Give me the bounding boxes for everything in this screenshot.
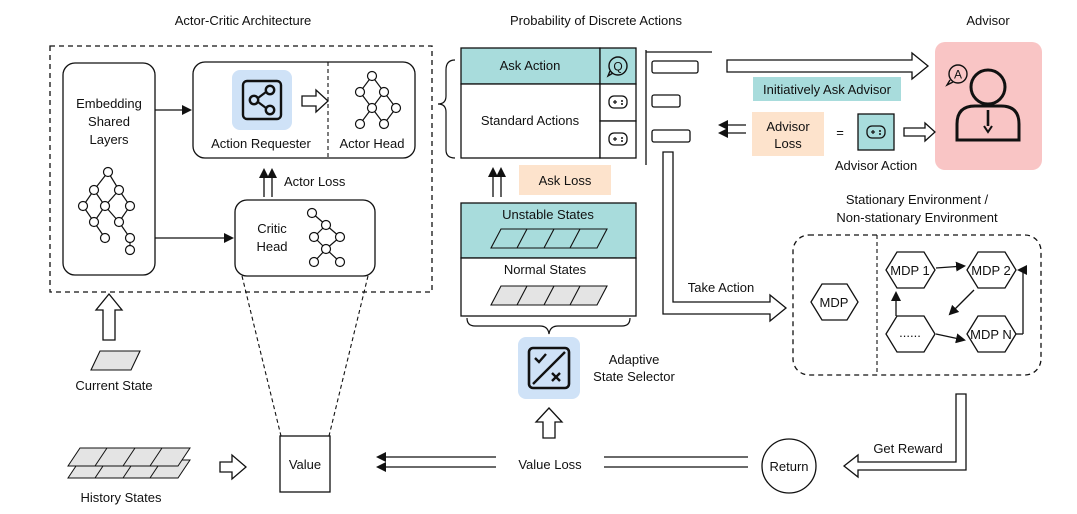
person-icon xyxy=(955,68,1021,142)
advisor-loss-label-1: Advisor xyxy=(766,119,810,134)
environment-container xyxy=(792,234,1042,376)
current-state-shape xyxy=(90,350,141,371)
embedding-label-2: Shared xyxy=(88,114,130,129)
value-box xyxy=(279,435,331,493)
current-state-label: Current State xyxy=(75,378,152,393)
actor-box: Action Requester Actor Head xyxy=(192,61,416,159)
ask-advisor-bg xyxy=(753,77,901,101)
normal-states-label: Normal States xyxy=(504,262,587,277)
probability-bars xyxy=(645,50,712,165)
selector-check-x-icon xyxy=(527,346,571,390)
value-to-selector-arrow xyxy=(534,407,564,439)
selector-label-2: State Selector xyxy=(593,369,675,384)
network-graph-icon xyxy=(77,166,136,256)
action-requester-icon-bg xyxy=(232,70,292,130)
speech-a-icon: A xyxy=(945,64,968,87)
actor-head-network-icon xyxy=(354,70,402,130)
question-bubble-icon: Q xyxy=(606,56,628,78)
states-brace xyxy=(466,317,631,335)
standard-actions-cell xyxy=(460,83,601,159)
mdp1-hex xyxy=(885,251,936,289)
critic-value-funnel-right xyxy=(328,275,369,437)
advisor-to-action-arrow xyxy=(903,121,936,143)
history-states-stack xyxy=(67,447,191,479)
mdp-ellipsis-label: ...... xyxy=(899,325,921,340)
return-label: Return xyxy=(769,459,808,474)
question-glyph: Q xyxy=(613,60,622,74)
mdp-transition-arrows xyxy=(891,261,1027,344)
critic-network-icon xyxy=(306,207,346,268)
actor-critic-title: Actor-Critic Architecture xyxy=(175,13,312,28)
take-action-label: Take Action xyxy=(688,280,755,295)
ask-loss-bg xyxy=(519,165,611,195)
standard-probability-bar-2 xyxy=(651,129,691,143)
standard-actions-label: Standard Actions xyxy=(481,113,580,128)
advisor-action-box xyxy=(857,113,895,151)
mdp2-label: MDP 2 xyxy=(971,263,1011,278)
ask-action-label: Ask Action xyxy=(500,58,561,73)
embedding-shared-layers: Embedding Shared Layers xyxy=(62,62,156,276)
mdp-label: MDP xyxy=(820,295,849,310)
gamepad-icon xyxy=(608,95,628,109)
standard-probability-bar-1 xyxy=(651,94,681,108)
advisor-loss-bg xyxy=(752,112,824,156)
ask-probability-bar xyxy=(651,60,699,74)
critic-label-2: Head xyxy=(256,239,287,254)
history-states-label: History States xyxy=(81,490,162,505)
take-action-arrow xyxy=(662,151,788,323)
critic-label-1: Critic xyxy=(257,221,287,236)
unstable-states-shape xyxy=(490,228,608,249)
current-state-arrow xyxy=(94,292,124,341)
actor-loss-arrows xyxy=(259,168,277,197)
equals-sign: = xyxy=(836,125,844,140)
gamepad-icon xyxy=(866,125,886,139)
action-requester-label: Action Requester xyxy=(211,136,311,151)
unstable-states-label: Unstable States xyxy=(502,207,594,222)
actor-critic-container xyxy=(49,45,433,293)
normal-states-shape xyxy=(490,285,608,306)
value-loss-label: Value Loss xyxy=(518,457,582,472)
advisor-panel: A xyxy=(935,42,1042,170)
mdp2-hex xyxy=(966,251,1017,289)
environment-title-1: Stationary Environment / xyxy=(846,192,989,207)
advisor-loss-label-2: Loss xyxy=(774,136,802,151)
speech-a-letter: A xyxy=(954,68,962,82)
value-label: Value xyxy=(289,457,321,472)
share-node-icon xyxy=(241,79,283,121)
embedding-label-3: Layers xyxy=(89,132,129,147)
ask-advisor-label: Initiatively Ask Advisor xyxy=(763,82,892,97)
value-loss-arrows xyxy=(376,452,748,472)
mdp1-label: MDP 1 xyxy=(890,263,930,278)
ask-loss-label: Ask Loss xyxy=(539,173,592,188)
return-node xyxy=(761,438,817,494)
advisor-action-label: Advisor Action xyxy=(835,158,917,173)
selector-label-1: Adaptive xyxy=(609,352,660,367)
critic-head: Critic Head xyxy=(234,199,376,277)
environment-title-2: Non-stationary Environment xyxy=(836,210,998,225)
ask-loss-arrows xyxy=(488,167,506,197)
get-reward-label: Get Reward xyxy=(873,441,942,456)
actions-brace xyxy=(437,59,456,159)
critic-value-funnel-left xyxy=(241,275,282,437)
advisor-title: Advisor xyxy=(966,13,1010,28)
hollow-arrow-right-icon xyxy=(301,88,329,114)
ask-action-cell xyxy=(460,47,601,85)
actor-loss-label: Actor Loss xyxy=(284,174,346,189)
advisor-loss-arrows xyxy=(718,120,746,138)
actions-table: Ask Action Standard Actions Q xyxy=(460,47,637,159)
mdp-hex xyxy=(810,283,859,321)
get-reward-arrow xyxy=(842,393,967,479)
gamepad-icon xyxy=(608,132,628,146)
actor-head-label: Actor Head xyxy=(339,136,404,151)
mdpn-label: MDP N xyxy=(970,327,1012,342)
embedding-label-1: Embedding xyxy=(76,96,142,111)
states-panel: Unstable States Normal States xyxy=(460,202,637,317)
history-to-value-arrow xyxy=(219,453,247,481)
mdp-ellipsis-hex xyxy=(885,315,936,353)
ask-advisor-arrow xyxy=(726,51,930,81)
probability-title: Probability of Discrete Actions xyxy=(510,13,682,28)
